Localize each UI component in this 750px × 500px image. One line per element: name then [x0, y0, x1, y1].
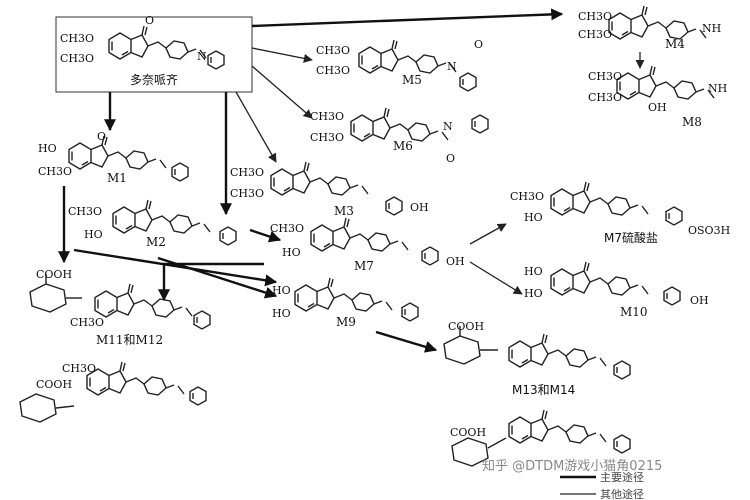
m7s-label: M7硫酸盐 [604, 230, 658, 245]
glucA-carboxyl: COOH [36, 378, 72, 391]
m1-label: M1 [107, 171, 127, 185]
m4-amine: NH [702, 22, 721, 35]
arrow-m7-to-m10 [469, 261, 523, 295]
m5-nitrogen: N [447, 60, 457, 73]
m7-hydroxyl: OH [446, 255, 465, 268]
m6-label: M6 [393, 139, 413, 153]
m10-sub-1: HO [524, 265, 543, 278]
arrow-parent-to-m4 [251, 8, 564, 28]
m4-label: M4 [665, 37, 685, 51]
m10-structure [550, 261, 681, 306]
m3-sub-1: CH3O [230, 166, 264, 179]
m13-glucuronide-ring [443, 326, 498, 365]
m6-sub-2: CH3O [310, 131, 344, 144]
m8-hydroxyl: OH [648, 101, 667, 114]
m9-structure [294, 277, 419, 322]
m13-carboxyl: COOH [448, 320, 484, 333]
arrow-parent-to-m3 [235, 91, 277, 163]
arrow-parent-to-m5 [251, 47, 313, 63]
glucB-carboxyl: COOH [450, 426, 486, 439]
parent-nitrogen: N [197, 50, 207, 63]
m5-sub-2: CH3O [316, 64, 350, 77]
m7-label: M7 [354, 259, 374, 273]
m9-sub-2: HO [272, 307, 291, 320]
arrow-m9-to-m13 [375, 330, 438, 353]
glucA-methoxy: CH3O [62, 362, 96, 375]
m9-label: M9 [336, 315, 356, 329]
m13-structure [508, 333, 631, 380]
m7s-sub-2: HO [524, 211, 543, 224]
m3-label: M3 [334, 204, 354, 218]
m6-structure [350, 107, 489, 142]
m7-structure [310, 217, 439, 266]
m8-sub-2: CH3O [588, 91, 622, 104]
m11-methoxy: CH3O [70, 316, 104, 329]
m8-structure [616, 65, 715, 100]
m11-label: M11和M12 [96, 333, 163, 347]
m8-amine: NH [708, 82, 727, 95]
m10-label: M10 [620, 305, 648, 319]
arrow-m1-to-m9 [73, 248, 278, 287]
m4-sub-1: CH3O [578, 10, 612, 23]
m7-sub-2: HO [282, 246, 301, 259]
parent-box [55, 16, 253, 93]
m2-label: M2 [146, 235, 166, 249]
m5-oxide: O [474, 38, 483, 51]
m1-carbonyl: O [97, 130, 106, 143]
m10-hydroxyl: OH [690, 294, 709, 307]
arrow-m7-to-m7s [469, 223, 507, 245]
m7s-sub-1: CH3O [510, 190, 544, 203]
legend-other-text: 其他途径 [600, 487, 644, 500]
m2-sub-2: HO [84, 228, 103, 241]
m6-oxide: O [446, 152, 455, 165]
m8-sub-1: CH3O [588, 70, 622, 83]
parent-structure [108, 25, 225, 70]
glucB-ring [451, 437, 507, 467]
legend-main-text: 主要途径 [600, 470, 644, 484]
glucA-structure [86, 361, 207, 406]
m10-sub-2: HO [524, 287, 543, 300]
m7-sub-1: CH3O [270, 222, 304, 235]
m1-sub-2: CH3O [38, 165, 72, 178]
m4-sub-2: CH3O [578, 28, 612, 41]
arrow-parent-to-m6 [251, 65, 313, 119]
m5-sub-1: CH3O [316, 44, 350, 57]
m6-sub-1: CH3O [310, 110, 344, 123]
m11-carboxyl: COOH [36, 268, 72, 281]
glucB-structure [508, 409, 631, 454]
arrow-m2-to-m7 [249, 228, 282, 243]
m4-structure [608, 5, 707, 40]
m7s-sulfate: OSO3H [688, 224, 730, 237]
m2-structure [112, 199, 237, 246]
parent-sub-1: CH3O [60, 32, 94, 45]
arrow-m2-to-m9 [157, 256, 278, 299]
m3-sub-2: CH3O [230, 187, 264, 200]
glucA-ring [19, 393, 75, 423]
m11-glucuronide-ring [29, 274, 82, 313]
m11-structure [94, 283, 211, 330]
parent-carbonyl: O [145, 14, 154, 27]
watermark: 知乎 @DTDM游戏小猫角0215 [482, 458, 662, 474]
parent-name: 多奈哌齐 [130, 72, 178, 87]
m13-label: M13和M14 [512, 383, 575, 397]
m1-structure [68, 135, 189, 182]
m7s-structure [550, 181, 683, 226]
arrow-m7-to-m11 [158, 262, 264, 302]
m2-sub-1: CH3O [68, 205, 102, 218]
parent-sub-2: CH3O [60, 52, 94, 65]
m6-nitrogen: N [443, 120, 453, 133]
m8-label: M8 [682, 115, 702, 129]
m1-sub-1: HO [38, 142, 57, 155]
m3-hydroxyl: OH [410, 201, 429, 214]
m5-label: M5 [402, 73, 422, 87]
